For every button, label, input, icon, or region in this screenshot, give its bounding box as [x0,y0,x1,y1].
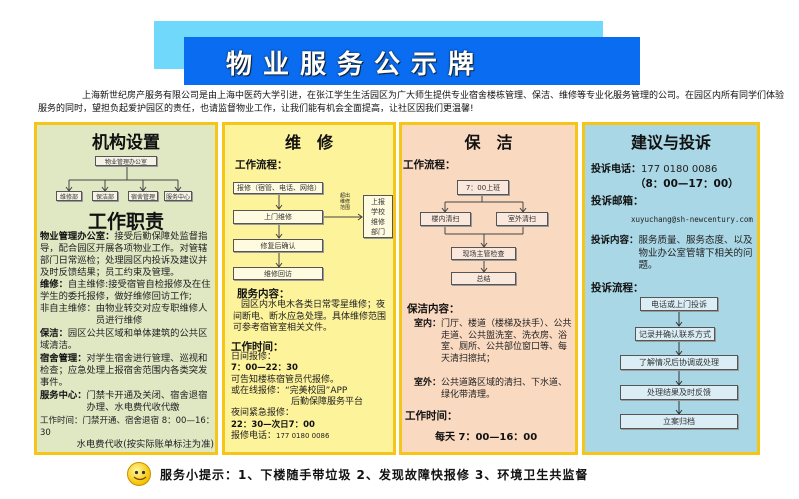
org-panel: 机构设置 物业管理办公室 维修部 保洁部 宿舍管理 服务中心 工作职责 物业管理… [34,122,218,455]
repair-step-followup: 维修回访 [233,267,323,280]
cleaning-indoor: 室内：门厅、楼道（楼梯及扶手）、公共走道、公共盥洗室、洗衣房、浴室、厕所、公共部… [414,319,572,364]
complaint-step-4: 处理结果及时反馈 [620,385,738,400]
page-title: 物业服务公示牌 [226,50,486,80]
duty-hours: 工作时间：门禁开通、宿舍退宿 8：00—16：30 [40,416,215,438]
cleaning-outdoor: 室外：公共道路区域的清扫、下水道、绿化带清理。 [414,378,568,400]
cleaning-title: 保 洁 [464,133,513,152]
repair-flow-label: 工作流程： [235,159,288,171]
repair-phone: 177 0180 0086 [276,432,330,441]
duty-cleaning: 保洁：园区公共区域和单体建筑的公共区域清洁。 [40,328,208,351]
complaint-title: 建议与投诉 [630,133,711,152]
cleaning-step-check: 现场主管检查 [451,247,516,260]
org-box-office: 物业管理办公室 [95,156,157,166]
repair-step-confirm: 修复后确认 [233,239,323,252]
org-box-repair: 维修部 [56,191,82,201]
cleaning-flow-label: 工作流程： [403,159,456,171]
cleaning-panel: 保 洁 工作流程： 7：00上班 楼内清扫 室外清扫 现场主管检查 总结 保洁内… [399,122,578,455]
repair-content-label: 服务内容： [237,288,290,300]
complaint-step-2: 记录并确认联系方式 [635,327,715,341]
cleaning-step-start: 7：00上班 [457,180,509,195]
org-box-cleaning: 保洁部 [92,191,118,201]
cleaning-time-label: 工作时间： [405,410,458,422]
intro-text: 上海新世纪房产服务有限公司是由上海中医药大学引进，在张江学生生活园区为广大师生提… [38,91,785,114]
repair-content: 园区内水电木各类日常零星维修；夜间断电、断水应急处理。具体维修范围可参考宿管室相… [233,300,387,333]
smiley-icon [127,462,151,486]
service-tip: 服务小提示：1、下楼随手带垃圾 2、发现故障快报修 3、环境卫生共监督 [160,468,589,482]
duty-office: 物业管理办公室：接受后勤保障处监督指导，配合园区开展各项物业工作。对管辖部门日常… [40,231,208,278]
cleaning-step-summary: 总结 [451,272,516,285]
duty-title: 工作职责 [87,211,164,233]
cleaning-step-indoor: 楼内清扫 [420,212,471,226]
complaint-content: 投诉内容：服务质量、服务态度、以及物业办公室管辖下相关的问题。 [591,235,753,271]
repair-step-report: 报修（宿管、电话、网络） [233,182,323,194]
complaint-step-1: 电话或上门投诉 [640,297,718,311]
complaint-phone-row: 投诉电话：177 0180 0086 [591,164,718,175]
complaint-flow-label: 投诉流程： [591,282,644,294]
complaint-email[interactable]: xuyuchang@sh-newcentury.com [631,215,753,224]
repair-time-block: 日间报修： 7：00—22：30 可告知楼栋宿管员代报修。 或在线报修：“完美校… [231,352,364,442]
banner [184,37,640,85]
org-title: 机构设置 [92,133,160,153]
repair-panel: 维 修 工作流程： 报修（宿管、电话、网络） 上门维修 修复后确认 维修回访 超… [222,122,396,455]
cleaning-step-outdoor: 室外清扫 [496,212,548,226]
org-box-service: 服务中心 [164,191,192,201]
complaint-step-3: 了解情况后协调或处理 [620,355,738,370]
repair-side-box: 上报学校维修部门 [363,195,393,238]
repair-side-note: 超出维修范围 [339,193,350,211]
duty-dorm: 宿舍管理：对学生宿舍进行管理、巡视和检查；应急处理上报宿舍范围内各类突发事件。 [40,353,208,388]
complaint-phone: 177 0180 0086 [641,164,718,175]
complaint-phone-hours: （8：00—17：00） [635,178,739,190]
complaint-step-5: 立案归档 [620,414,738,429]
repair-step-onsite: 上门维修 [233,210,323,224]
duty-hours-note: 水电费代收(按实际账单标注为准) [76,439,214,450]
duty-nonself-repair: 非自主维修：由物业转交对应专职维修人员进行维修 [40,303,208,326]
complaint-email-label: 投诉邮箱： [591,195,644,207]
repair-time-label: 工作时间： [231,341,284,353]
duty-service: 服务中心：门禁卡开通及关闭、宿舍退宿办理、水电费代收代缴 [40,390,208,413]
repair-title: 维 修 [284,133,333,152]
cleaning-content-label: 保洁内容： [407,303,460,315]
cleaning-flow-lines [441,194,527,273]
cleaning-time: 每天 7：00—16：00 [435,432,538,443]
org-box-dorm: 宿舍管理 [128,191,158,201]
complaint-panel: 建议与投诉 投诉电话：177 0180 0086 （8：00—17：00） 投诉… [582,122,760,455]
duty-repair: 维修：自主维修:接受宿管自检报修及在住学生的委托报修，做好维修回访工作; [40,279,211,302]
duty-list: 物业管理办公室：接受后勤保障处监督指导，配合园区开展各项物业工作。对管辖部门日常… [40,231,215,451]
